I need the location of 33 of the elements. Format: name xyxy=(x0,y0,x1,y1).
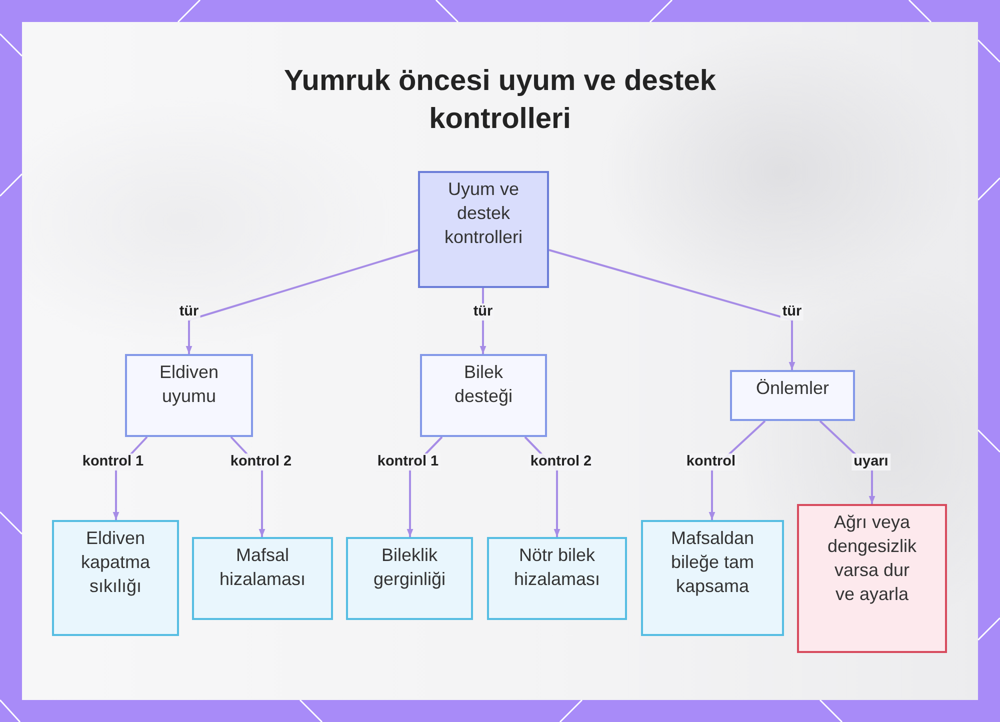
detail-box xyxy=(192,537,333,620)
node-label: Mafsaldan bileğe tam kapsama xyxy=(670,527,756,598)
detail-box xyxy=(346,537,473,620)
node-label: Eldiven kapatma sıkılığı xyxy=(80,527,152,598)
detail-box xyxy=(487,537,627,620)
node-label: Nötr bilek hizalaması xyxy=(512,544,602,591)
category-box xyxy=(730,370,855,421)
edge-label: tür xyxy=(780,304,804,320)
connector-arrow xyxy=(186,249,418,354)
category-box xyxy=(125,354,253,437)
connector-arrow xyxy=(480,288,486,354)
edge-label: uyarı xyxy=(852,454,890,470)
node-label: Bilek desteği xyxy=(453,361,514,408)
connector-arrow xyxy=(548,249,796,370)
node-label: Eldiven uyumu xyxy=(158,361,220,408)
diagram-title: Yumruk öncesi uyum ve destek kontrolleri xyxy=(283,64,717,137)
detail-box xyxy=(641,520,784,636)
edge-label: kontrol 2 xyxy=(528,454,594,470)
warning-box xyxy=(797,504,947,653)
edge-label: kontrol xyxy=(684,454,738,470)
node-label: Bileklik gerginliği xyxy=(372,544,447,591)
detail-box xyxy=(52,520,179,636)
edge-label: tür xyxy=(177,304,201,320)
node-label: Önlemler xyxy=(754,377,830,400)
root-box xyxy=(418,171,549,288)
edge-label: kontrol 2 xyxy=(228,454,294,470)
edge-label: tür xyxy=(471,304,495,320)
node-label: Mafsal hizalaması xyxy=(218,544,307,591)
category-box xyxy=(420,354,547,437)
edge-label: kontrol 1 xyxy=(375,454,441,470)
node-label: Uyum ve destek kontrolleri xyxy=(443,178,524,249)
node-label: Ağrı veya dengesizlik varsa dur ve ayarla xyxy=(826,511,918,606)
edge-label: kontrol 1 xyxy=(80,454,146,470)
